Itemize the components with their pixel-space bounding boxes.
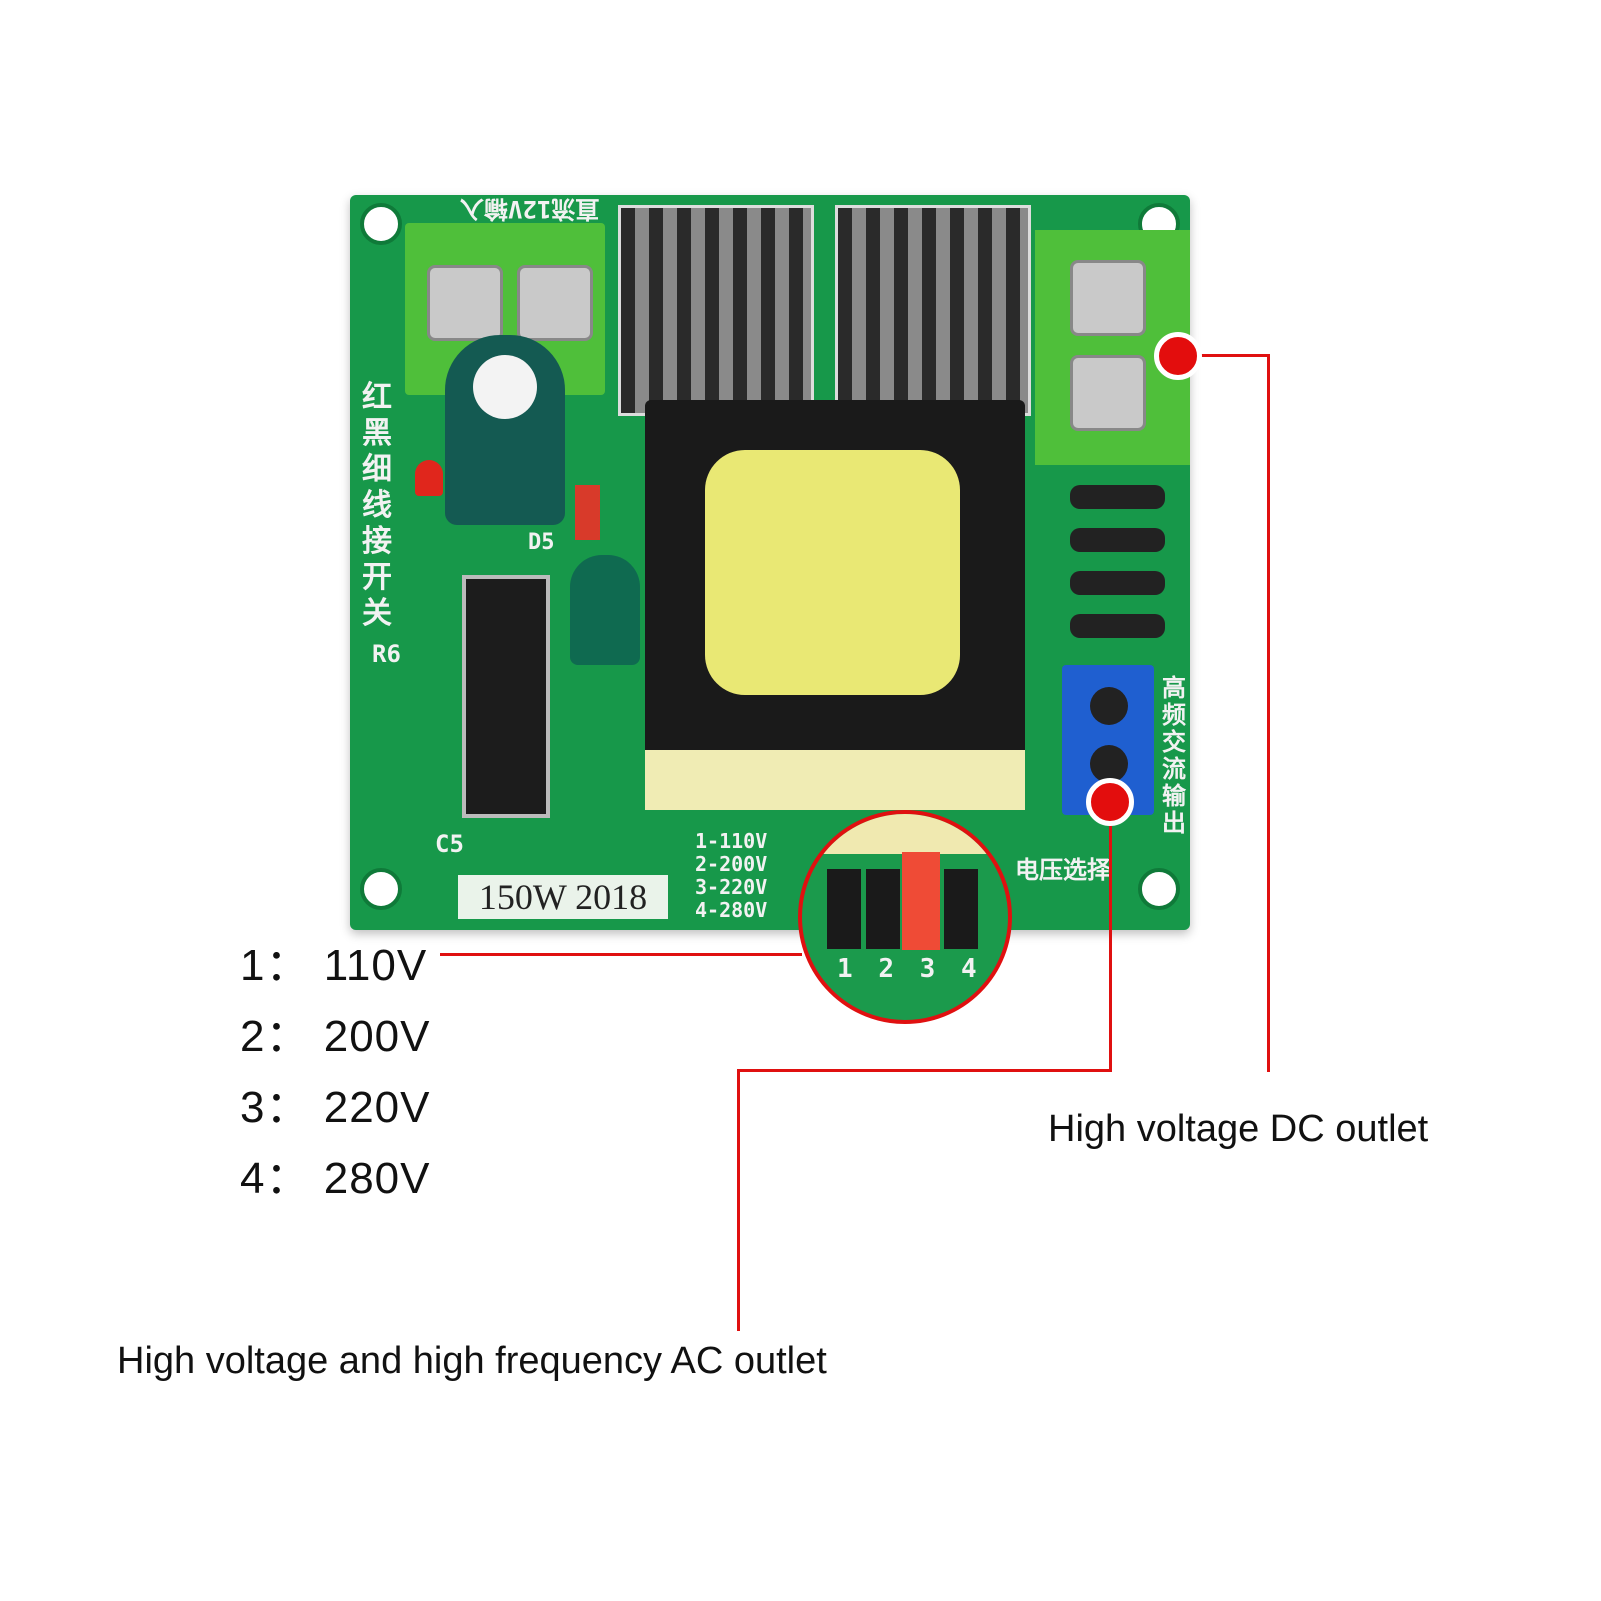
pin-number: 1 <box>837 954 853 984</box>
legend-num: 2： <box>240 1012 311 1061</box>
input-label: 直流12V输入 <box>460 195 600 223</box>
diode <box>1070 528 1165 552</box>
screw-icon <box>1070 260 1146 336</box>
legend-row: 3： 220V <box>240 1072 430 1143</box>
transformer-coil <box>705 450 960 695</box>
voltage-table-row: 4-280V <box>695 898 768 922</box>
legend-value: 200V <box>323 1012 431 1061</box>
heatsink <box>618 205 814 416</box>
legend-row: 2： 200V <box>240 1001 430 1072</box>
screw-icon <box>1070 355 1146 431</box>
transformer <box>645 400 1025 810</box>
capacitor <box>570 555 640 665</box>
diode <box>1070 571 1165 595</box>
dc-marker-dot <box>1154 332 1202 380</box>
switch-label: 红黑细线接开关 <box>362 380 392 631</box>
legend-num: 1： <box>240 941 311 990</box>
header-pin <box>827 869 861 949</box>
jumper-pin-numbers: 1 2 3 4 <box>837 954 977 984</box>
ref-d5: D5 <box>528 530 555 555</box>
dc-leader-line <box>1267 354 1270 1072</box>
dc-output-terminal <box>1035 230 1190 465</box>
header-pin <box>866 869 900 949</box>
mounting-hole <box>1138 868 1180 910</box>
heatsink <box>835 205 1031 416</box>
mounting-hole <box>360 868 402 910</box>
ac-leader-line <box>1109 820 1112 1072</box>
jumper-cap[interactable] <box>902 852 940 950</box>
ac-output-label: 高频交流输出 <box>1162 674 1186 837</box>
ac-marker-dot <box>1086 778 1134 826</box>
legend-num: 3： <box>240 1083 311 1132</box>
screw-icon <box>517 265 593 341</box>
ac-leader-line <box>737 1069 1112 1072</box>
pin-number: 2 <box>878 954 894 984</box>
ref-c5: C5 <box>435 830 464 858</box>
header-pin <box>944 869 978 949</box>
legend-num: 4： <box>240 1154 311 1203</box>
model-label: 150W 2018 <box>458 875 668 919</box>
ic-chip <box>462 575 550 818</box>
capacitor <box>445 335 565 525</box>
voltage-table-row: 2-200V <box>695 852 768 876</box>
legend-row: 1： 110V <box>240 930 430 1001</box>
legend-value: 220V <box>323 1083 431 1132</box>
voltage-table-row: 3-220V <box>695 875 768 899</box>
screw-icon <box>427 265 503 341</box>
pcb-board: 直流12V输入 红黑细线接开关 R6 C5 D5 高频交流输出 150W 201… <box>350 195 1190 930</box>
voltage-table-row: 1-110V <box>695 829 768 853</box>
voltage-table: 1-110V 2-200V 3-220V 4-280V <box>695 830 767 922</box>
legend-value: 110V <box>323 941 428 990</box>
legend-value: 280V <box>323 1154 431 1203</box>
led <box>415 460 443 496</box>
ref-r6: R6 <box>372 640 401 668</box>
legend-row: 4： 280V <box>240 1143 430 1214</box>
voltage-select-label: 电压选择 <box>1015 856 1111 884</box>
diode <box>1070 485 1165 509</box>
jumper-zoom-callout: 1 2 3 4 <box>798 810 1012 1024</box>
legend-leader-line <box>440 953 802 956</box>
jumper <box>575 485 600 540</box>
pin-number: 4 <box>960 954 977 984</box>
dc-outlet-label: High voltage DC outlet <box>1048 1108 1429 1150</box>
ac-outlet-label: High voltage and high frequency AC outle… <box>117 1340 827 1382</box>
voltage-legend: 1： 110V 2： 200V 3： 220V 4： 280V <box>240 930 430 1214</box>
pin-number: 3 <box>919 954 936 984</box>
diode <box>1070 614 1165 638</box>
dc-leader-line <box>1195 354 1270 357</box>
mounting-hole <box>360 203 402 245</box>
ac-leader-line <box>737 1069 740 1331</box>
